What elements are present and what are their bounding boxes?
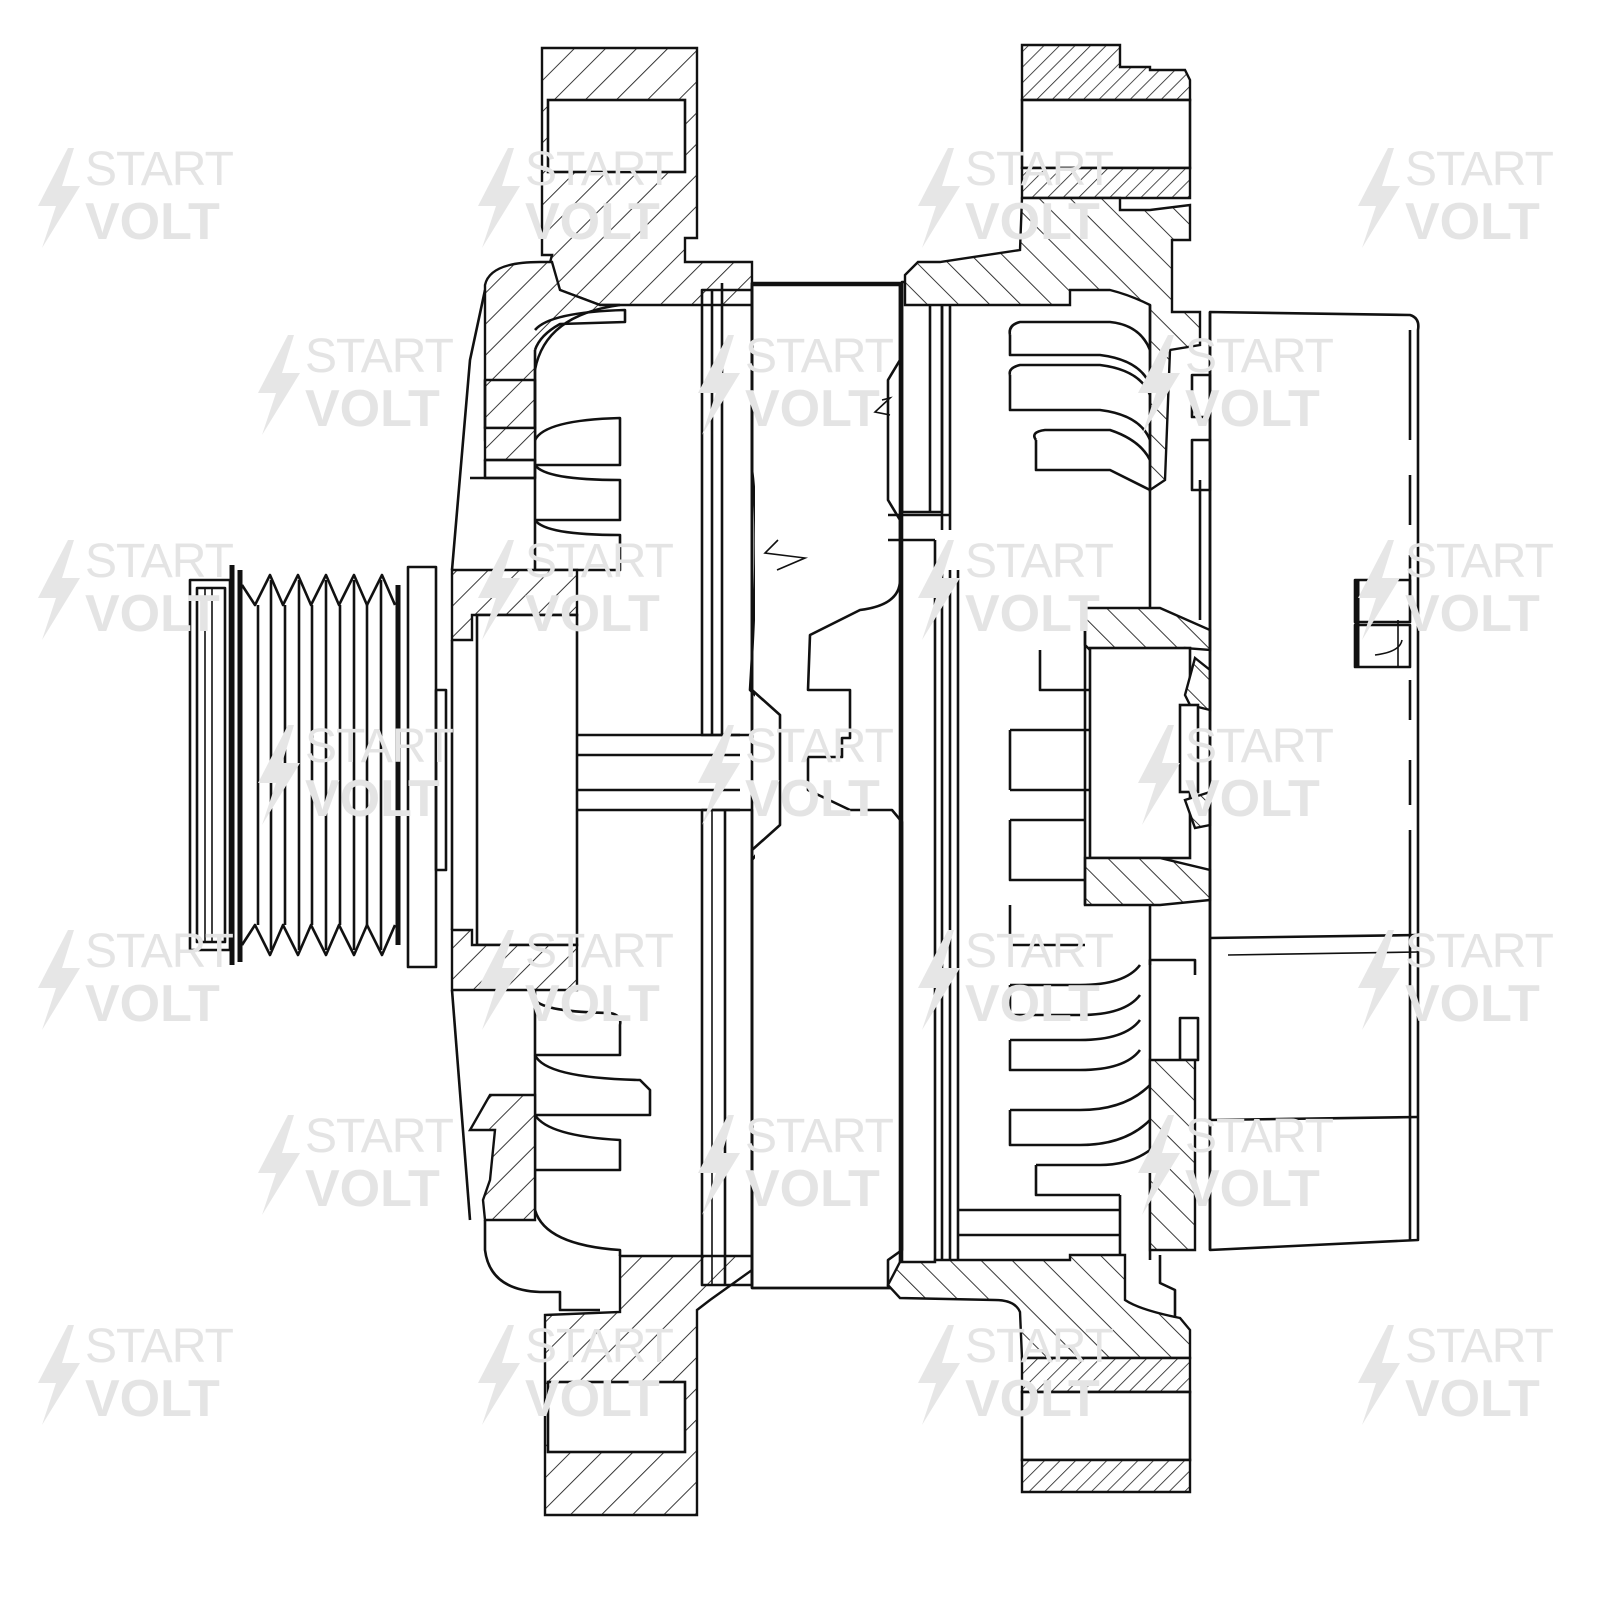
front-housing <box>450 46 754 1517</box>
pulley <box>188 565 448 969</box>
rear-cover <box>1208 310 1420 1252</box>
rear-housing <box>886 43 1212 1494</box>
rotor-core <box>750 280 960 1290</box>
